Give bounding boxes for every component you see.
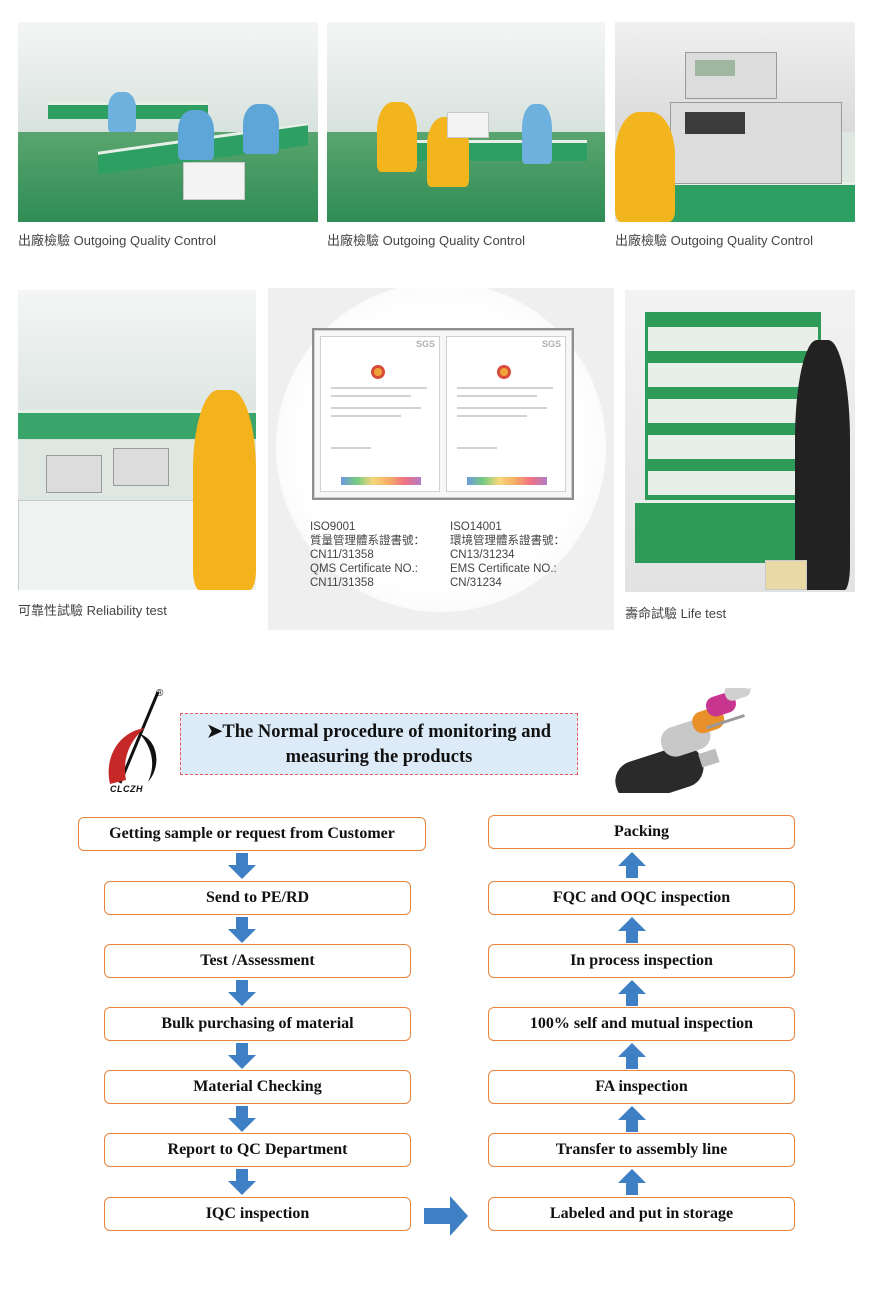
procedure-title-line2: measuring the products bbox=[285, 747, 473, 767]
certificate-panel: SGS SGS ISO9001 質量管理體系證書號： CN11/31358 QM… bbox=[268, 288, 614, 630]
arrow-down-icon bbox=[228, 1043, 256, 1069]
arrow-right-icon bbox=[424, 1196, 468, 1236]
iso9001-text: ISO9001 質量管理體系證書號： CN11/31358 QMS Certif… bbox=[310, 521, 425, 589]
logo-registered-mark: ® bbox=[156, 688, 164, 699]
arrow-up-icon bbox=[618, 917, 646, 943]
step-fa-inspection: FA inspection bbox=[488, 1070, 795, 1104]
step-bulk-purchasing: Bulk purchasing of material bbox=[104, 1007, 411, 1041]
certificate-frame: SGS SGS bbox=[312, 328, 574, 500]
arrow-down-icon bbox=[228, 917, 256, 943]
step-report-to-qc: Report to QC Department bbox=[104, 1133, 411, 1167]
photo-reliability-test bbox=[18, 290, 256, 590]
photo-life-test bbox=[625, 290, 855, 592]
step-material-checking: Material Checking bbox=[104, 1070, 411, 1104]
arrow-down-icon bbox=[228, 980, 256, 1006]
step-transfer-assembly: Transfer to assembly line bbox=[488, 1133, 795, 1167]
photo-outgoing-qc-3 bbox=[615, 22, 855, 222]
arrow-down-icon bbox=[228, 1169, 256, 1195]
step-iqc-inspection: IQC inspection bbox=[104, 1197, 411, 1231]
arrow-down-icon bbox=[228, 853, 256, 879]
motors-image bbox=[598, 670, 808, 803]
iso9001-certificate-image: SGS bbox=[320, 336, 440, 492]
step-in-process-inspection: In process inspection bbox=[488, 944, 795, 978]
procedure-title: ➤The Normal procedure of monitoring and … bbox=[180, 713, 578, 775]
company-logo: ® CLCZH bbox=[100, 688, 170, 798]
arrow-up-icon bbox=[618, 1169, 646, 1195]
step-packing: Packing bbox=[488, 815, 795, 849]
arrow-up-icon bbox=[618, 1106, 646, 1132]
step-labeled-storage: Labeled and put in storage bbox=[488, 1197, 795, 1231]
arrow-up-icon bbox=[618, 1043, 646, 1069]
step-test-assessment: Test /Assessment bbox=[104, 944, 411, 978]
arrow-down-icon bbox=[228, 1106, 256, 1132]
photo-caption: 出廠檢驗 Outgoing Quality Control bbox=[18, 233, 216, 248]
step-getting-sample: Getting sample or request from Customer bbox=[78, 817, 426, 851]
step-self-mutual-inspection: 100% self and mutual inspection bbox=[488, 1007, 795, 1041]
iso14001-text: ISO14001 環境管理體系證書號： CN13/31234 EMS Certi… bbox=[450, 521, 565, 589]
arrow-up-icon bbox=[618, 852, 646, 878]
step-send-to-pe-rd: Send to PE/RD bbox=[104, 881, 411, 915]
logo-text: CLCZH bbox=[110, 784, 143, 794]
photo-outgoing-qc-1 bbox=[18, 22, 318, 222]
photo-caption: 壽命試驗 Life test bbox=[625, 606, 727, 621]
procedure-title-line1: ➤The Normal procedure of monitoring and bbox=[206, 722, 552, 742]
step-fqc-oqc-inspection: FQC and OQC inspection bbox=[488, 881, 795, 915]
photo-caption: 出廠檢驗 Outgoing Quality Control bbox=[615, 233, 813, 248]
photo-caption: 出廠檢驗 Outgoing Quality Control bbox=[327, 233, 525, 248]
photo-caption: 可靠性試驗 Reliability test bbox=[18, 603, 167, 618]
iso14001-certificate-image: SGS bbox=[446, 336, 566, 492]
arrow-up-icon bbox=[618, 980, 646, 1006]
photo-outgoing-qc-2 bbox=[327, 22, 605, 222]
